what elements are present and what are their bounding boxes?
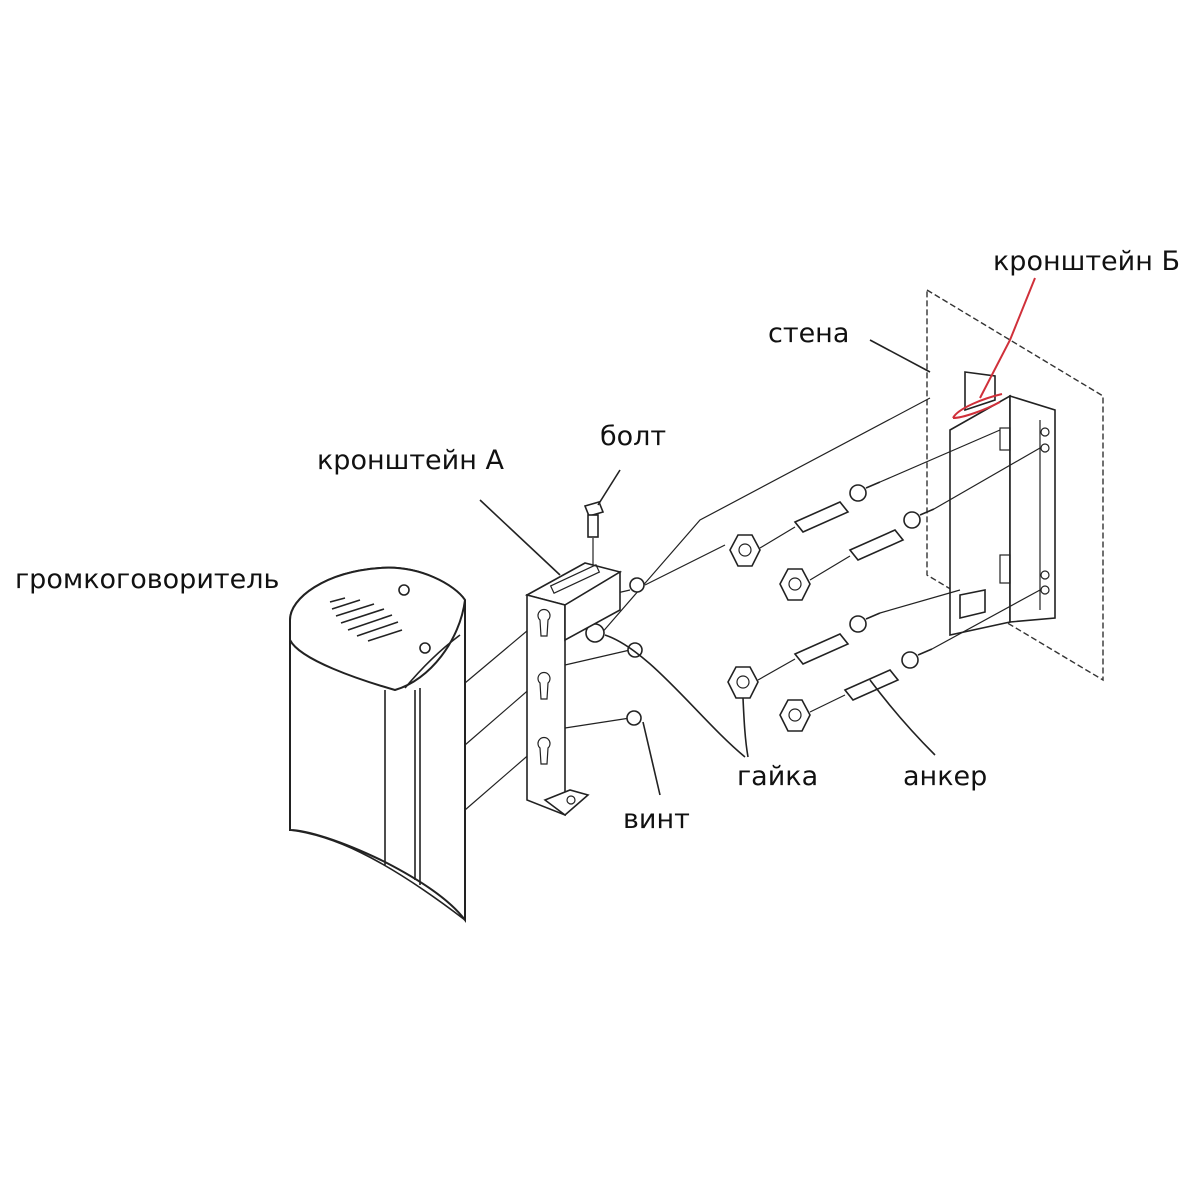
anchor-bolts bbox=[793, 481, 935, 701]
bracket-a bbox=[524, 562, 623, 817]
label-screw: винт bbox=[623, 804, 690, 835]
anchor-4 bbox=[843, 648, 933, 701]
label-nut: гайка bbox=[737, 761, 818, 792]
label-bolt: болт bbox=[600, 421, 666, 452]
label-speaker: громкоговоритель bbox=[15, 564, 279, 595]
anchor-3 bbox=[793, 612, 881, 665]
screw-1 bbox=[629, 577, 645, 593]
nut-1 bbox=[729, 534, 761, 567]
speaker-grille bbox=[329, 597, 403, 642]
anchor-1 bbox=[793, 481, 881, 533]
label-anchor: анкер bbox=[903, 761, 987, 792]
anchor-2 bbox=[848, 508, 935, 561]
nuts bbox=[727, 534, 811, 732]
screw-3 bbox=[626, 710, 642, 726]
label-wall: стена bbox=[768, 318, 849, 349]
speaker-unit bbox=[289, 566, 467, 923]
nut-4 bbox=[779, 699, 811, 732]
bracket-b bbox=[949, 371, 1056, 636]
screws bbox=[626, 577, 645, 726]
nut-3 bbox=[727, 666, 759, 699]
nut-2 bbox=[779, 568, 811, 601]
leader-lines bbox=[479, 277, 1036, 796]
label-bracket-a: кронштейн А bbox=[317, 445, 504, 476]
label-bracket-b: кронштейн Б bbox=[993, 246, 1180, 277]
